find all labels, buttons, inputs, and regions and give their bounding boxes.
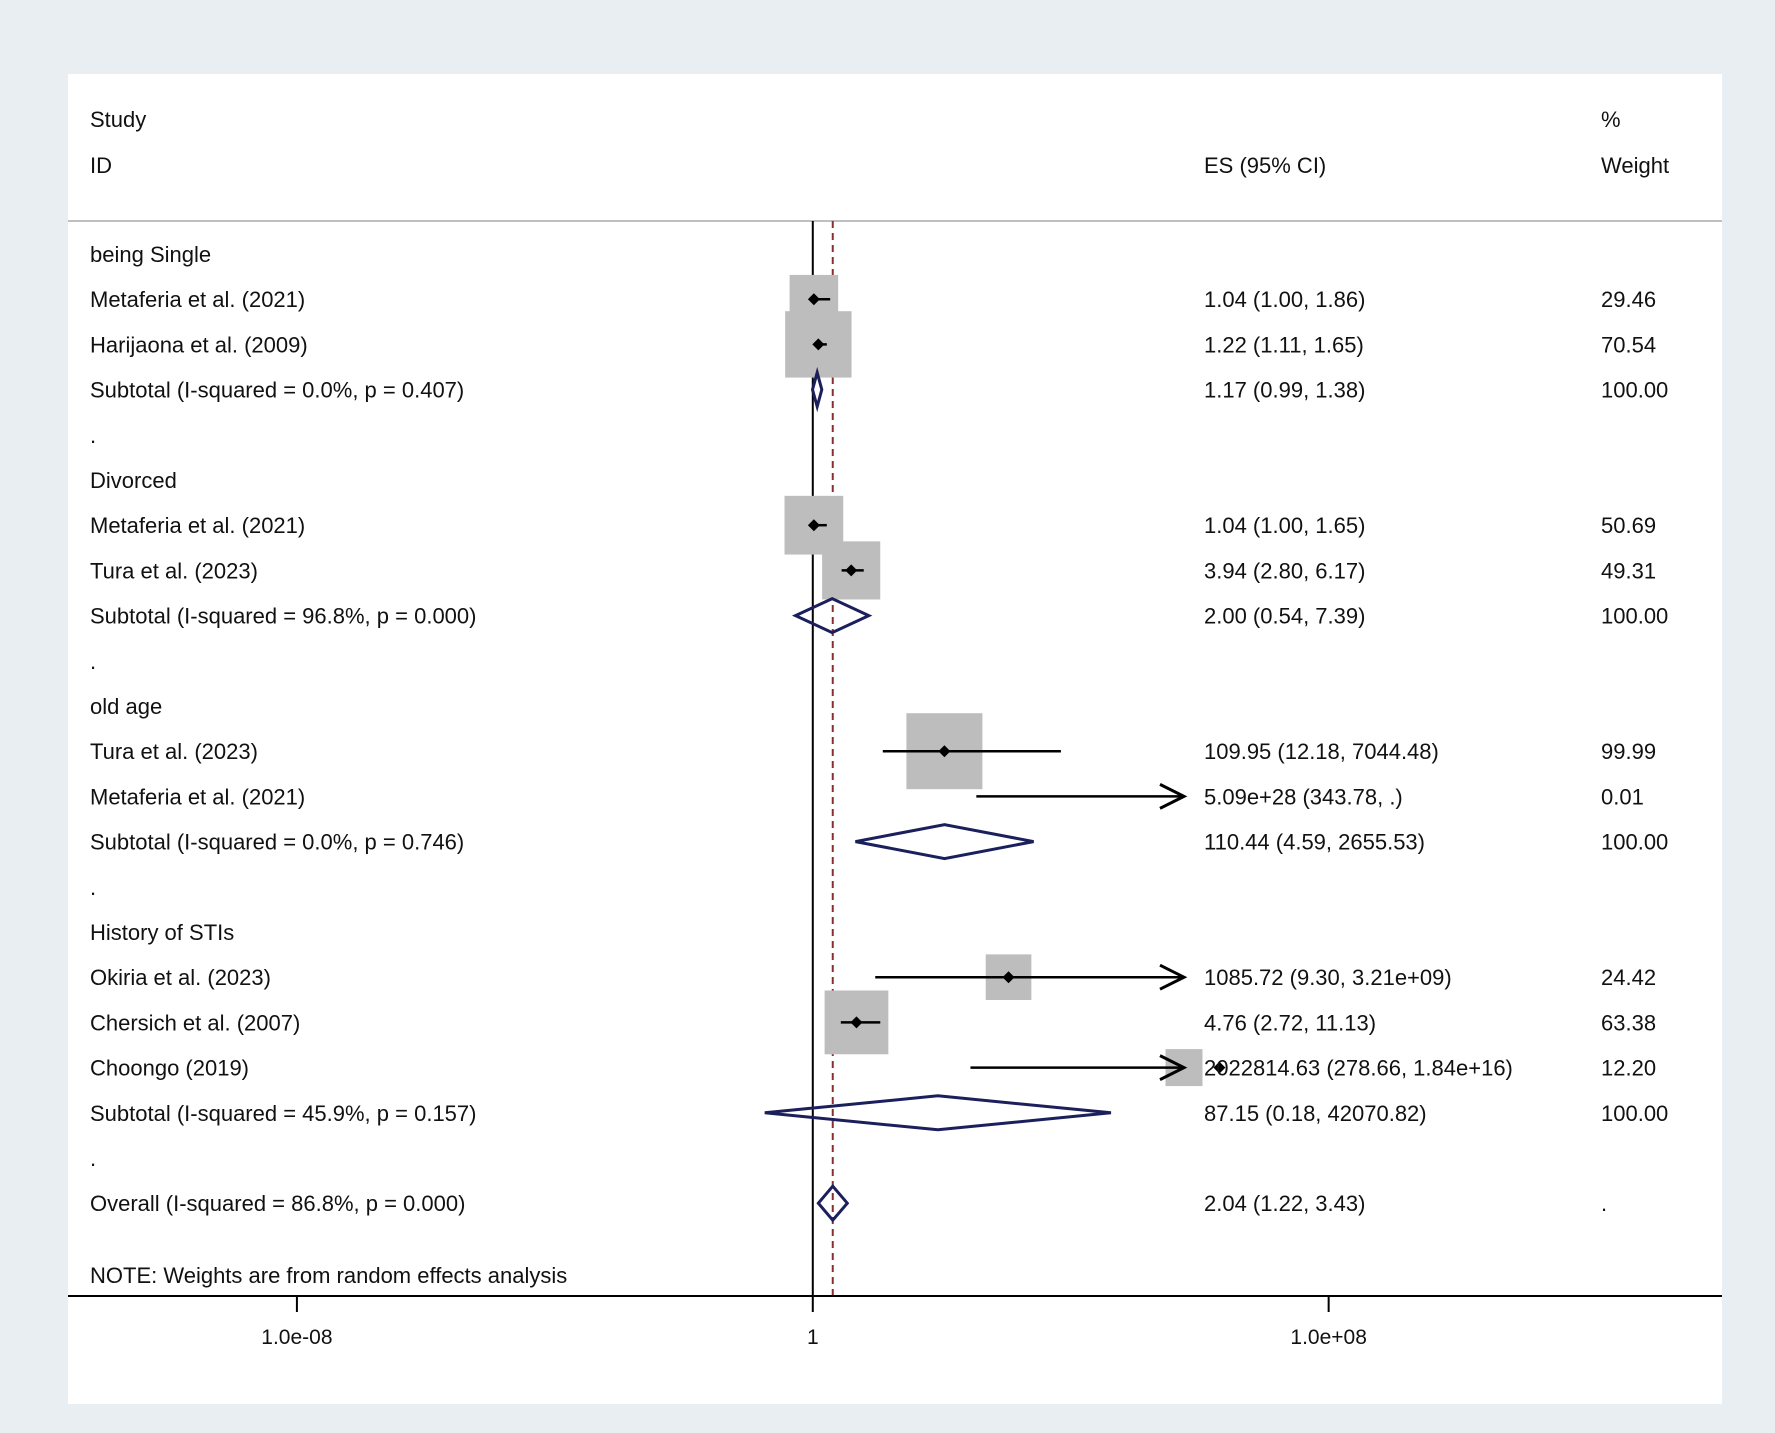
row-label-20: . bbox=[90, 1146, 96, 1171]
row-label-10: old age bbox=[90, 694, 162, 719]
row-label-14: . bbox=[90, 875, 96, 900]
row-label-3: Subtotal (I-squared = 0.0%, p = 0.407) bbox=[90, 378, 464, 403]
point-estimate-2 bbox=[812, 338, 825, 351]
forest-plot: Study ID ES (95% CI) % Weight being Sing… bbox=[68, 107, 1722, 1349]
forest-plot-panel: Study ID ES (95% CI) % Weight being Sing… bbox=[68, 74, 1722, 1404]
es-value-18: 2022814.63 (278.66, 1.84e+16) bbox=[1204, 1056, 1513, 1081]
weight-value-11: 99.99 bbox=[1601, 739, 1656, 764]
point-estimate-11 bbox=[938, 745, 951, 758]
row-label-6: Metaferia et al. (2021) bbox=[90, 513, 305, 538]
weight-value-3: 100.00 bbox=[1601, 378, 1668, 403]
weight-value-7: 49.31 bbox=[1601, 558, 1656, 583]
row-label-12: Metaferia et al. (2021) bbox=[90, 784, 305, 809]
marks-layer bbox=[764, 293, 1226, 1223]
header-study: Study bbox=[90, 107, 146, 132]
point-estimate-1 bbox=[807, 293, 820, 306]
point-estimate-17 bbox=[850, 1016, 863, 1029]
weight-value-1: 29.46 bbox=[1601, 287, 1656, 312]
row-label-13: Subtotal (I-squared = 0.0%, p = 0.746) bbox=[90, 830, 464, 855]
weight-value-8: 100.00 bbox=[1601, 604, 1668, 629]
header-percent: % bbox=[1601, 107, 1621, 132]
point-estimate-18 bbox=[1213, 1061, 1226, 1074]
overall-diamond bbox=[816, 1183, 850, 1223]
es-value-6: 1.04 (1.00, 1.65) bbox=[1204, 513, 1365, 538]
point-estimate-16 bbox=[1002, 971, 1015, 984]
row-label-8: Subtotal (I-squared = 96.8%, p = 0.000) bbox=[90, 604, 476, 629]
subtotal-diamond-8 bbox=[791, 596, 873, 635]
weight-value-18: 12.20 bbox=[1601, 1056, 1656, 1081]
row-label-2: Harijaona et al. (2009) bbox=[90, 332, 308, 357]
weight-value-19: 100.00 bbox=[1601, 1101, 1668, 1126]
row-label-5: Divorced bbox=[90, 468, 177, 493]
row-label-7: Tura et al. (2023) bbox=[90, 558, 258, 583]
weight-value-13: 100.00 bbox=[1601, 830, 1668, 855]
es-value-1: 1.04 (1.00, 1.86) bbox=[1204, 287, 1365, 312]
subtotal-diamond-19 bbox=[764, 1094, 1112, 1132]
weight-value-12: 0.01 bbox=[1601, 784, 1644, 809]
row-label-1: Metaferia et al. (2021) bbox=[90, 287, 305, 312]
weight-value-6: 50.69 bbox=[1601, 513, 1656, 538]
weight-value-2: 70.54 bbox=[1601, 332, 1656, 357]
x-axis: 1.0e-08 1 1.0e+08 bbox=[68, 1295, 1722, 1349]
row-label-18: Choongo (2019) bbox=[90, 1056, 249, 1081]
subtotal-diamond-13 bbox=[855, 823, 1034, 861]
weight-boxes-layer bbox=[784, 274, 1203, 1087]
ci-arrow-12 bbox=[1159, 783, 1188, 810]
header-es: ES (95% CI) bbox=[1204, 153, 1326, 178]
x-tick-label-1: 1 bbox=[807, 1326, 819, 1349]
weights-note: NOTE: Weights are from random effects an… bbox=[90, 1263, 567, 1288]
subtotal-diamond-3 bbox=[810, 366, 824, 413]
row-label-19: Subtotal (I-squared = 45.9%, p = 0.157) bbox=[90, 1101, 476, 1126]
row-label-21: Overall (I-squared = 86.8%, p = 0.000) bbox=[90, 1191, 465, 1216]
point-estimate-7 bbox=[845, 564, 858, 577]
row-label-15: History of STIs bbox=[90, 920, 234, 945]
es-value-8: 2.00 (0.54, 7.39) bbox=[1204, 604, 1365, 629]
row-label-11: Tura et al. (2023) bbox=[90, 739, 258, 764]
header-weight: Weight bbox=[1601, 153, 1669, 178]
ci-arrow-18 bbox=[1159, 1054, 1188, 1081]
es-value-2: 1.22 (1.11, 1.65) bbox=[1204, 332, 1364, 357]
es-value-13: 110.44 (4.59, 2655.53) bbox=[1204, 830, 1425, 855]
row-label-4: . bbox=[90, 423, 96, 448]
es-value-7: 3.94 (2.80, 6.17) bbox=[1204, 558, 1365, 583]
es-value-19: 87.15 (0.18, 42070.82) bbox=[1204, 1101, 1427, 1126]
es-value-11: 109.95 (12.18, 7044.48) bbox=[1204, 739, 1439, 764]
header-id: ID bbox=[90, 153, 112, 178]
es-value-16: 1085.72 (9.30, 3.21e+09) bbox=[1204, 965, 1452, 990]
es-value-3: 1.17 (0.99, 1.38) bbox=[1204, 378, 1365, 403]
row-label-9: . bbox=[90, 649, 96, 674]
ci-arrow-16 bbox=[1159, 963, 1188, 991]
es-value-12: 5.09e+28 (343.78, .) bbox=[1204, 784, 1403, 809]
weight-value-17: 63.38 bbox=[1601, 1010, 1656, 1035]
row-label-17: Chersich et al. (2007) bbox=[90, 1010, 300, 1035]
weight-value-21: . bbox=[1601, 1191, 1607, 1216]
row-label-16: Okiria et al. (2023) bbox=[90, 965, 271, 990]
row-label-0: being Single bbox=[90, 242, 211, 267]
es-value-21: 2.04 (1.22, 3.43) bbox=[1204, 1191, 1365, 1216]
point-estimate-6 bbox=[807, 519, 820, 532]
weight-value-16: 24.42 bbox=[1601, 965, 1656, 990]
x-tick-label-0: 1.0e-08 bbox=[261, 1326, 332, 1349]
x-tick-label-2: 1.0e+08 bbox=[1290, 1326, 1367, 1349]
es-value-17: 4.76 (2.72, 11.13) bbox=[1204, 1010, 1376, 1035]
